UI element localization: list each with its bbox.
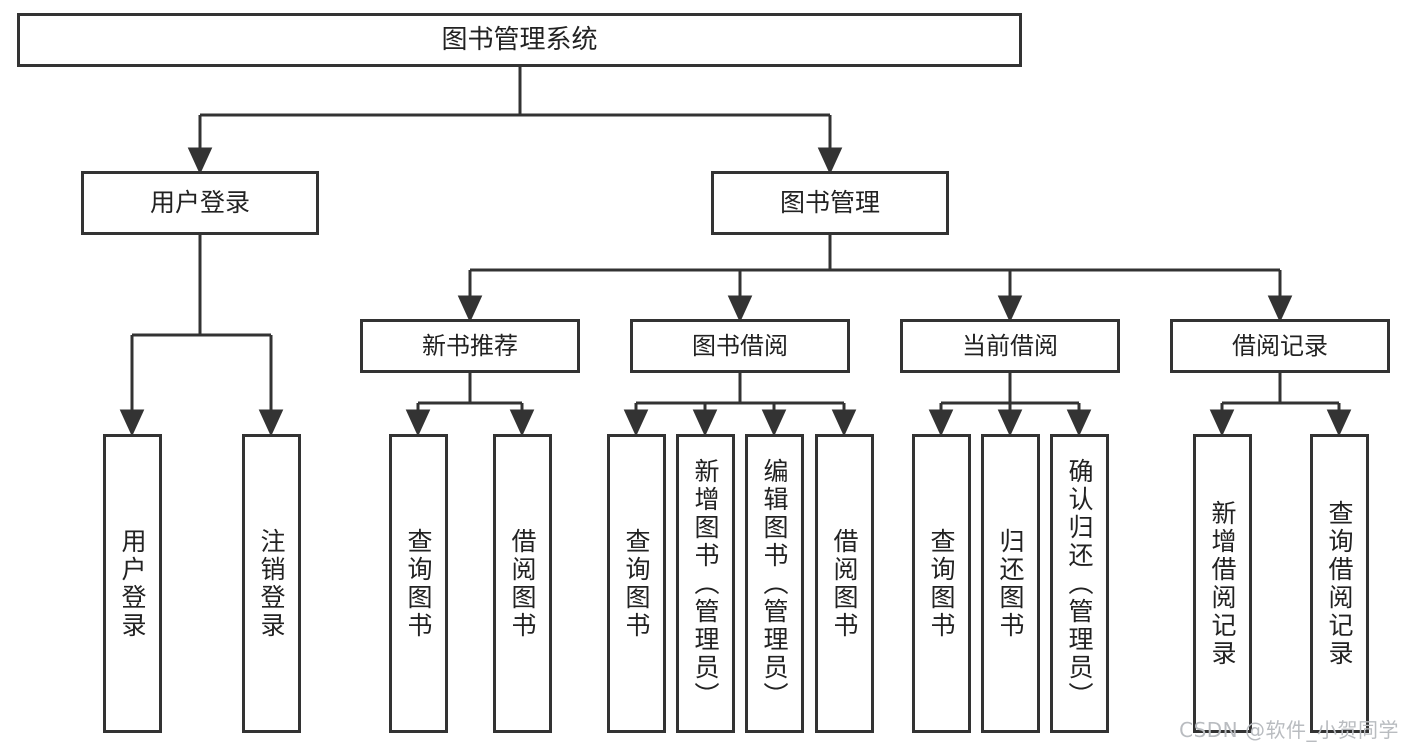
node-leaf-borrow-book-1-label: 借阅图书: [508, 527, 537, 640]
node-borrow-record-label: 借阅记录: [1232, 331, 1328, 360]
node-user-login[interactable]: 用户登录: [81, 171, 319, 235]
node-book-management-label: 图书管理: [779, 188, 880, 218]
node-leaf-add-book[interactable]: 新增图书（管理员）: [676, 434, 735, 733]
node-leaf-edit-book-label: 编辑图书（管理员）: [760, 457, 789, 710]
node-leaf-borrow-book-2[interactable]: 借阅图书: [815, 434, 874, 733]
node-leaf-user-login[interactable]: 用户登录: [103, 434, 162, 733]
node-leaf-confirm-return-label: 确认归还（管理员）: [1065, 457, 1094, 710]
node-root-label: 图书管理系统: [441, 24, 598, 55]
node-leaf-query-record[interactable]: 查询借阅记录: [1310, 434, 1369, 733]
node-leaf-add-record-label: 新增借阅记录: [1208, 499, 1237, 668]
node-leaf-user-logout-label: 注销登录: [257, 527, 286, 640]
node-current-borrow-label: 当前借阅: [962, 331, 1058, 360]
node-borrow-record[interactable]: 借阅记录: [1170, 319, 1390, 373]
node-book-borrow[interactable]: 图书借阅: [630, 319, 850, 373]
node-leaf-query-book-3[interactable]: 查询图书: [912, 434, 971, 733]
node-root[interactable]: 图书管理系统: [17, 13, 1022, 67]
node-user-login-label: 用户登录: [149, 188, 250, 218]
node-leaf-query-book-2[interactable]: 查询图书: [607, 434, 666, 733]
node-leaf-user-login-label: 用户登录: [118, 527, 147, 640]
node-leaf-query-record-label: 查询借阅记录: [1325, 499, 1354, 668]
watermark-text: CSDN @软件_小贺同学: [1179, 718, 1399, 742]
node-leaf-return-book[interactable]: 归还图书: [981, 434, 1040, 733]
node-current-borrow[interactable]: 当前借阅: [900, 319, 1120, 373]
node-leaf-borrow-book-2-label: 借阅图书: [830, 527, 859, 640]
node-leaf-query-book-3-label: 查询图书: [927, 527, 956, 640]
node-leaf-query-book-1-label: 查询图书: [404, 527, 433, 640]
node-leaf-user-logout[interactable]: 注销登录: [242, 434, 301, 733]
node-leaf-confirm-return[interactable]: 确认归还（管理员）: [1050, 434, 1109, 733]
node-leaf-edit-book[interactable]: 编辑图书（管理员）: [745, 434, 804, 733]
node-leaf-query-book-1[interactable]: 查询图书: [389, 434, 448, 733]
node-new-book-recommend-label: 新书推荐: [422, 331, 518, 360]
node-leaf-add-book-label: 新增图书（管理员）: [691, 457, 720, 710]
node-leaf-query-book-2-label: 查询图书: [622, 527, 651, 640]
node-leaf-return-book-label: 归还图书: [996, 527, 1025, 640]
node-book-management[interactable]: 图书管理: [711, 171, 949, 235]
node-leaf-add-record[interactable]: 新增借阅记录: [1193, 434, 1252, 733]
node-book-borrow-label: 图书借阅: [692, 331, 788, 360]
node-new-book-recommend[interactable]: 新书推荐: [360, 319, 580, 373]
node-leaf-borrow-book-1[interactable]: 借阅图书: [493, 434, 552, 733]
